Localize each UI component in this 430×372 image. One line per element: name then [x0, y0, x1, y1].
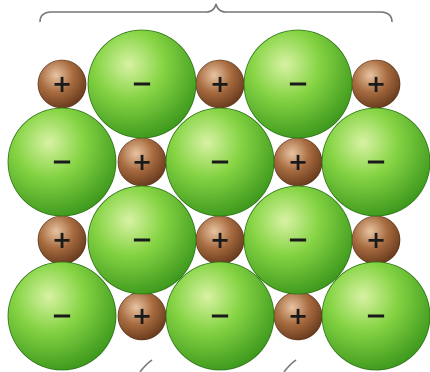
anion-r2-c1: −: [88, 186, 196, 294]
cation-sign: +: [52, 70, 72, 98]
anion-r0-c1: −: [88, 30, 196, 138]
anion-sign: −: [209, 301, 231, 331]
cation-r3-c1: +: [118, 292, 166, 340]
cation-sign: +: [366, 70, 386, 98]
anion-r2-c3: −: [244, 186, 352, 294]
cation-r3-c3: +: [274, 292, 322, 340]
anion-r1-c0: −: [8, 108, 116, 216]
anion-r3-c0: −: [8, 262, 116, 370]
cation-sign: +: [132, 302, 152, 330]
anion-sign: −: [287, 69, 309, 99]
anion-sign: −: [209, 147, 231, 177]
cation-sign: +: [210, 70, 230, 98]
top-brace: [40, 4, 392, 22]
cation-sign: +: [288, 302, 308, 330]
ion-lattice: + + + + + + + + + + − − − − − − − − − −: [8, 30, 430, 370]
cation-r1-c1: +: [118, 138, 166, 186]
cation-r1-c3: +: [274, 138, 322, 186]
cation-sign: +: [210, 226, 230, 254]
anion-sign: −: [131, 225, 153, 255]
anion-sign: −: [51, 147, 73, 177]
anion-r0-c3: −: [244, 30, 352, 138]
cation-r2-c2: +: [196, 216, 244, 264]
bottom-tick-left: [140, 360, 152, 372]
anion-sign: −: [365, 147, 387, 177]
anion-sign: −: [365, 301, 387, 331]
anion-sign: −: [51, 301, 73, 331]
cation-sign: +: [288, 148, 308, 176]
cation-sign: +: [52, 226, 72, 254]
anion-r1-c4: −: [322, 108, 430, 216]
anion-sign: −: [287, 225, 309, 255]
cation-r2-c4: +: [352, 216, 400, 264]
anion-sign: −: [131, 69, 153, 99]
bottom-tick-right: [284, 360, 296, 372]
cation-r2-c0: +: [38, 216, 86, 264]
anion-r3-c2: −: [166, 262, 274, 370]
cation-r0-c4: +: [352, 60, 400, 108]
cation-r0-c2: +: [196, 60, 244, 108]
cation-sign: +: [132, 148, 152, 176]
anion-r3-c4: −: [322, 262, 430, 370]
cation-r0-c0: +: [38, 60, 86, 108]
anion-r1-c2: −: [166, 108, 274, 216]
cation-sign: +: [366, 226, 386, 254]
